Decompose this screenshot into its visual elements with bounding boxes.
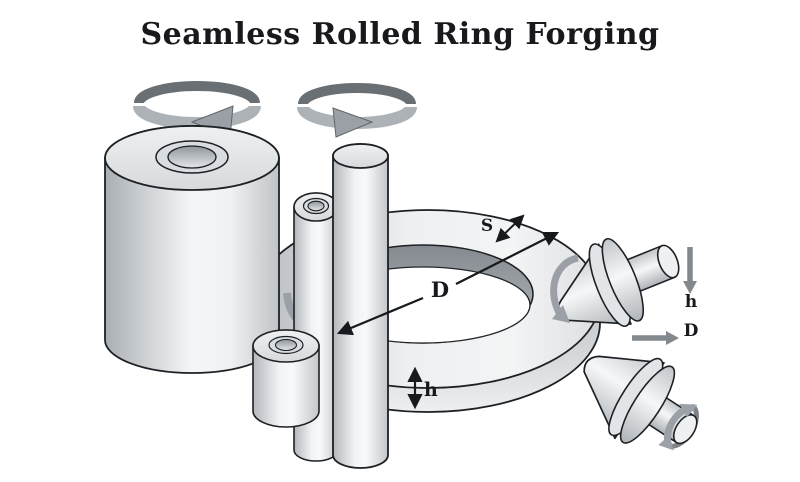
upper-axial-roller	[557, 237, 680, 328]
page-title: Seamless Rolled Ring Forging	[140, 17, 659, 52]
growth-h-label: h	[685, 292, 697, 312]
dimension-d-label: D	[431, 277, 449, 302]
lower-axial-roller	[583, 355, 699, 451]
rotation-arrow-mandrel-icon	[297, 83, 417, 138]
upper-roller-rotation-arrow-icon	[550, 254, 579, 323]
dimension-wall-thickness: S	[481, 214, 525, 243]
height-direction-indicator: h	[683, 247, 697, 312]
small-pierced-cylinder-front	[252, 329, 320, 428]
growth-d-label: D	[684, 321, 699, 341]
down-arrow-icon	[683, 281, 697, 294]
dimension-s-label: S	[481, 216, 493, 236]
right-arrow-icon	[666, 331, 679, 345]
mandrel-roll	[332, 143, 389, 469]
dimension-ring-height: h	[407, 366, 438, 410]
hollow-blank-cylinder	[104, 125, 280, 374]
dimension-ring-diameter: D	[336, 231, 560, 336]
dimension-h-label: h	[424, 379, 438, 401]
lower-roller-rotation-arrow-icon	[658, 403, 698, 451]
diameter-direction-indicator: D	[632, 321, 699, 345]
